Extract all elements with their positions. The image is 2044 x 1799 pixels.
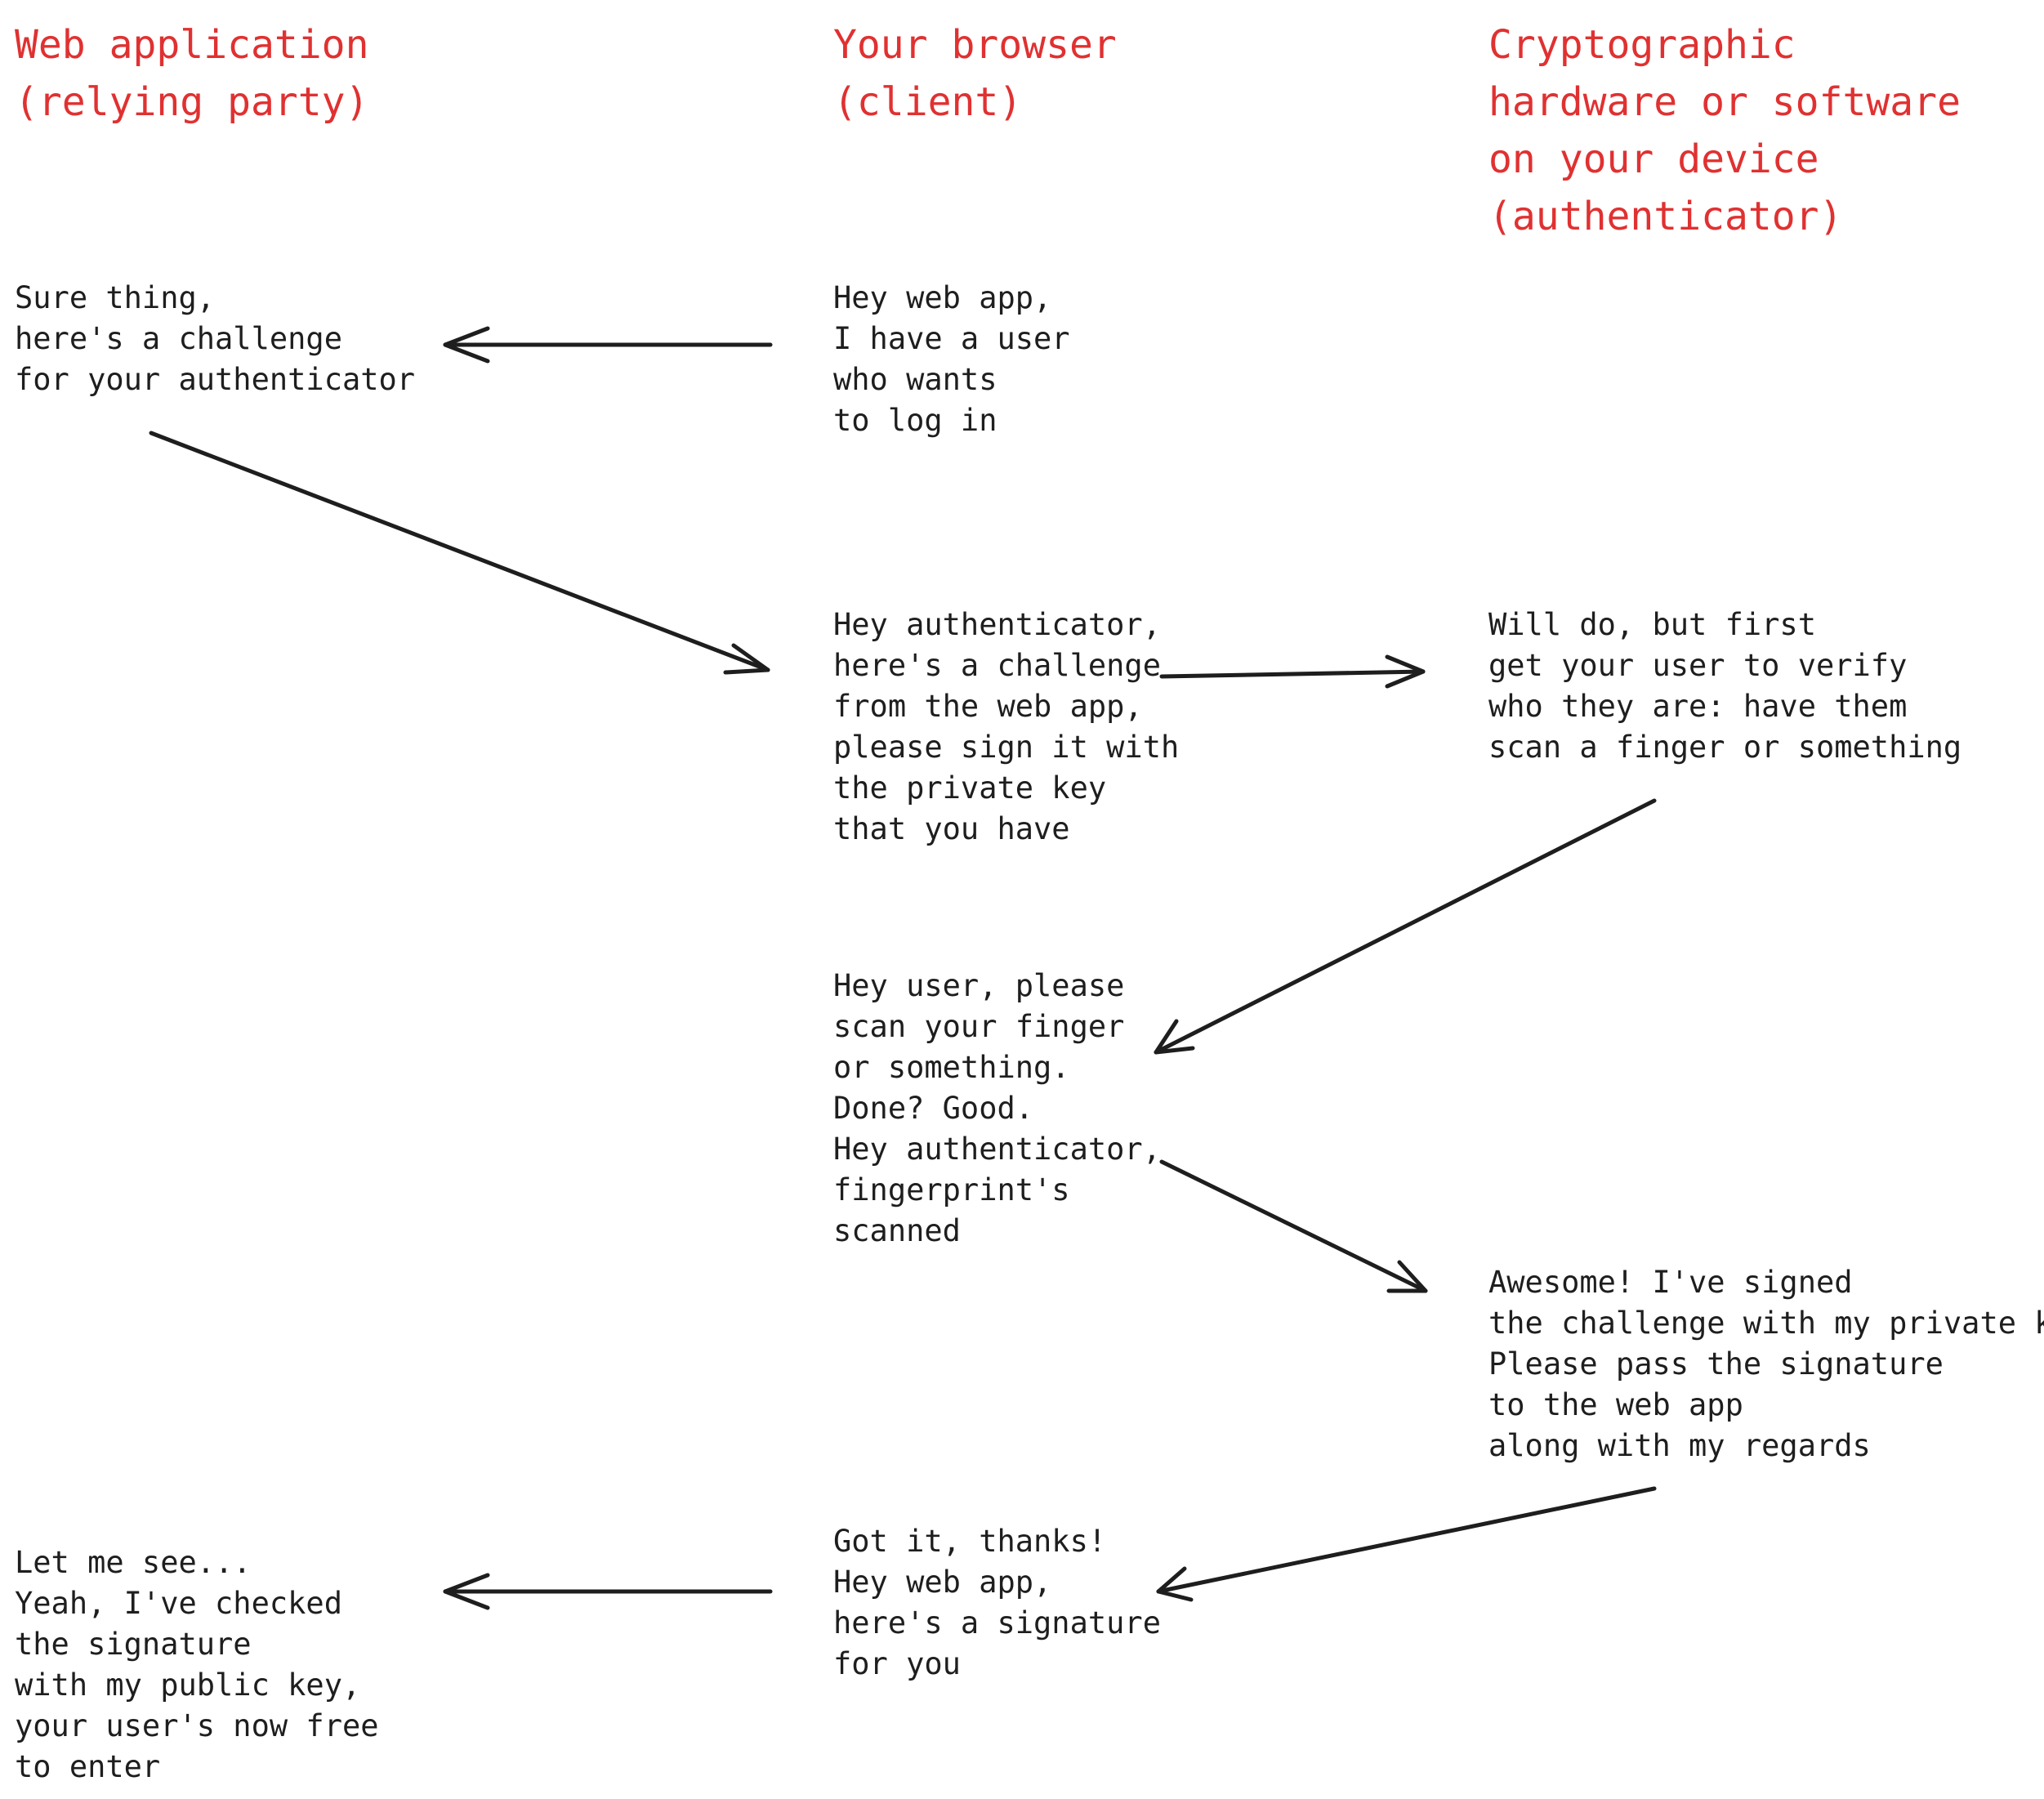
arrow-client-to-rp-signature: [443, 1573, 773, 1610]
message-authenticator-verify-request: Will do, but first get your user to veri…: [1488, 607, 1962, 765]
arrow-rp-to-client-challenge: [149, 431, 770, 675]
message-rp-verified: Let me see... Yeah, I've checked the sig…: [15, 1545, 379, 1784]
arrow-authenticator-to-client-signature: [1156, 1486, 1657, 1602]
arrow-client-to-rp-login: [443, 326, 773, 364]
message-client-sign-request: Hey authenticator, here's a challenge fr…: [833, 607, 1180, 846]
client-header: Your browser (client): [833, 22, 1117, 125]
authenticator-header: Cryptographic hardware or software on yo…: [1488, 22, 1961, 239]
message-client-user-verification: Hey user, please scan your finger or som…: [833, 968, 1161, 1248]
arrow-authenticator-to-client-verify: [1154, 798, 1657, 1055]
message-client-login-request: Hey web app, I have a user who wants to …: [833, 280, 1070, 438]
message-authenticator-signed: Awesome! I've signed the challenge with …: [1488, 1265, 2044, 1463]
arrow-client-to-authenticator-sign: [1159, 654, 1426, 689]
message-client-pass-signature: Got it, thanks! Hey web app, here's a si…: [833, 1524, 1161, 1681]
relying-party-header: Web application (relying party): [15, 22, 369, 125]
message-rp-challenge: Sure thing, here's a challenge for your …: [15, 280, 416, 397]
arrow-client-to-authenticator-scanned: [1159, 1159, 1428, 1293]
